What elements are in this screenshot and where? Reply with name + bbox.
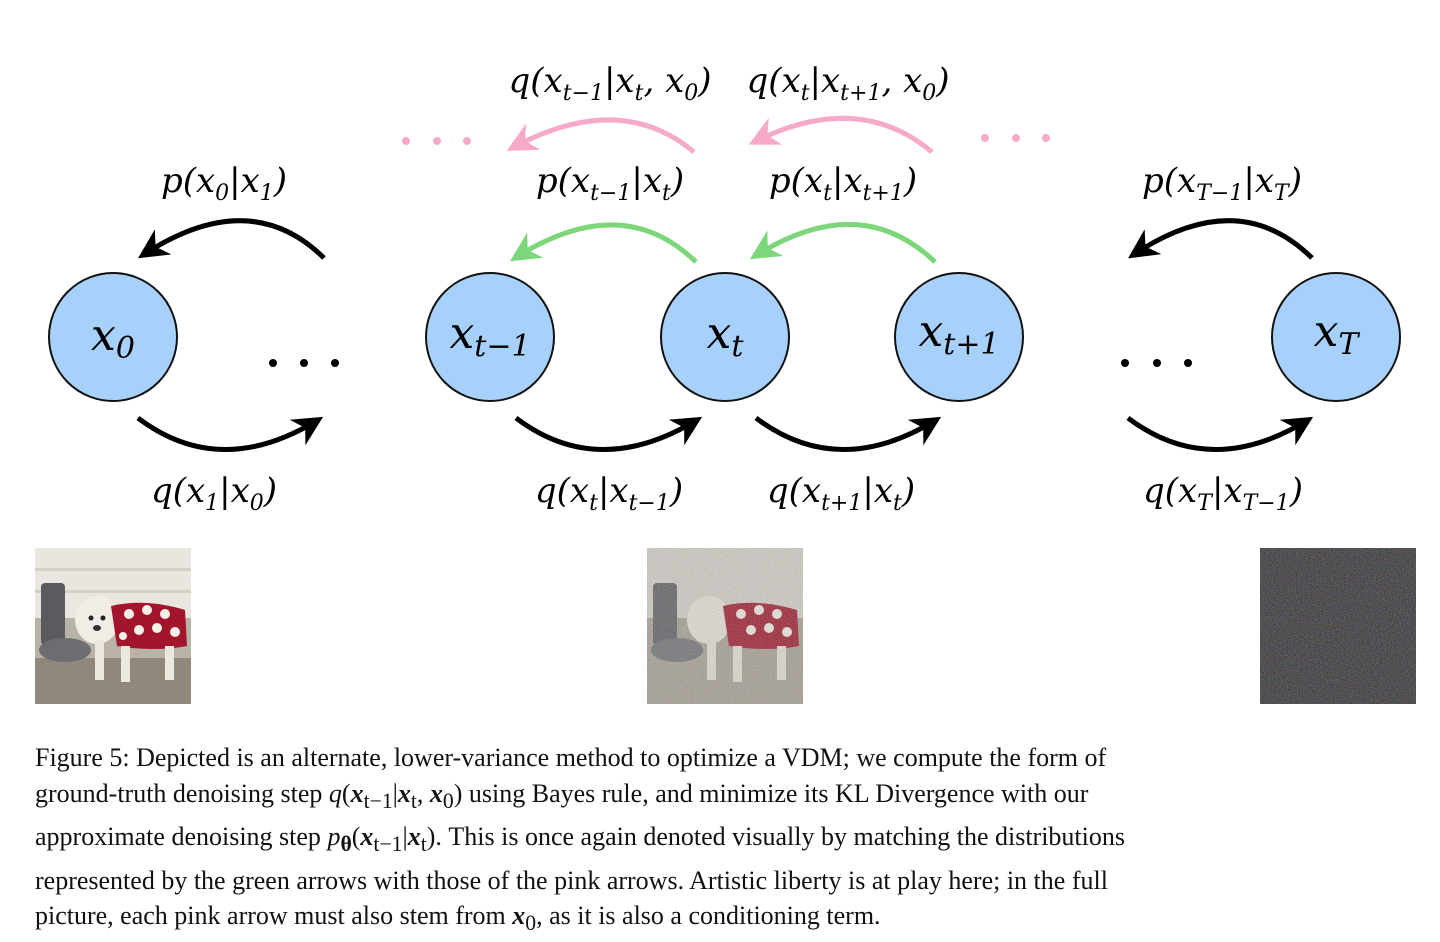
node-xtm1: xt−1	[425, 272, 555, 402]
label-q-xtp1-given-xt: q(xt+1|xt)	[767, 471, 915, 516]
label-q-xtm1-given-xt-x0: q(xt−1|xt, x0)	[508, 61, 711, 106]
clean-dog-image	[35, 548, 191, 704]
reverse-arrow-x1-x0	[137, 218, 326, 260]
forward-arrow-xt-xtp1	[754, 416, 942, 452]
svg-text:xT: xT	[1314, 306, 1361, 362]
reverse-arrow-xT-xTm1	[1128, 218, 1314, 260]
label-q-xt-given-xtp1-x0: q(xt|xt+1, x0)	[746, 61, 949, 106]
node-xT: xT	[1271, 272, 1401, 402]
green-arrow-xtp1-xt	[749, 221, 937, 264]
node-x0: x0	[48, 272, 178, 402]
ellipsis-right	[1121, 359, 1192, 367]
noisy-dog-image	[647, 548, 803, 704]
pink-arrow-left	[506, 117, 696, 154]
ellipsis-left	[269, 359, 339, 367]
forward-arrow-xtm1-xt	[514, 416, 703, 452]
figure-caption: Figure 5: Depicted is an alternate, lowe…	[35, 740, 1417, 942]
label-q-xt-given-xtm1: q(xt|xt−1)	[535, 471, 683, 516]
caption-line-5: picture, each pink arrow must also stem …	[35, 901, 881, 936]
pink-arrow-right	[748, 115, 934, 154]
forward-arrow-xTm1-xT	[1126, 416, 1314, 452]
label-q-xT-given-xTm1: q(xT|xT−1)	[1143, 471, 1303, 516]
label-q-x1-given-x0: q(x1|x0)	[151, 471, 277, 516]
node-xt: xt	[660, 272, 790, 402]
label-p-xtm1-given-xt: p(xt−1|xt)	[536, 161, 684, 206]
caption-line-2: ground-truth denoising step q(xt−1|xt, x…	[35, 778, 1089, 813]
caption-line-1: Figure 5: Depicted is an alternate, lowe…	[35, 743, 1107, 772]
pure-noise-image	[1260, 548, 1416, 704]
label-p-xt-given-xtp1: p(xt|xt+1)	[769, 161, 917, 206]
node-xtp1: xt+1	[894, 272, 1024, 402]
diffusion-markov-chain-diagram: q(xt−1|xt, x0) q(xt|xt+1, x0) p(x0|x1) p…	[48, 61, 1401, 516]
pink-dots-left	[402, 137, 471, 145]
caption-line-3: approximate denoising step pθ(xt−1|xt). …	[35, 822, 1126, 857]
label-p-xTm1-given-xT: p(xT−1|xT)	[1142, 161, 1302, 206]
pink-dots-right	[981, 134, 1050, 142]
green-arrow-xt-xtm1	[509, 222, 698, 264]
forward-arrow-x0-x1	[136, 416, 324, 452]
caption-line-4: represented by the green arrows with tho…	[35, 865, 1108, 895]
label-p-x0-given-x1: p(x0|x1)	[161, 161, 287, 206]
